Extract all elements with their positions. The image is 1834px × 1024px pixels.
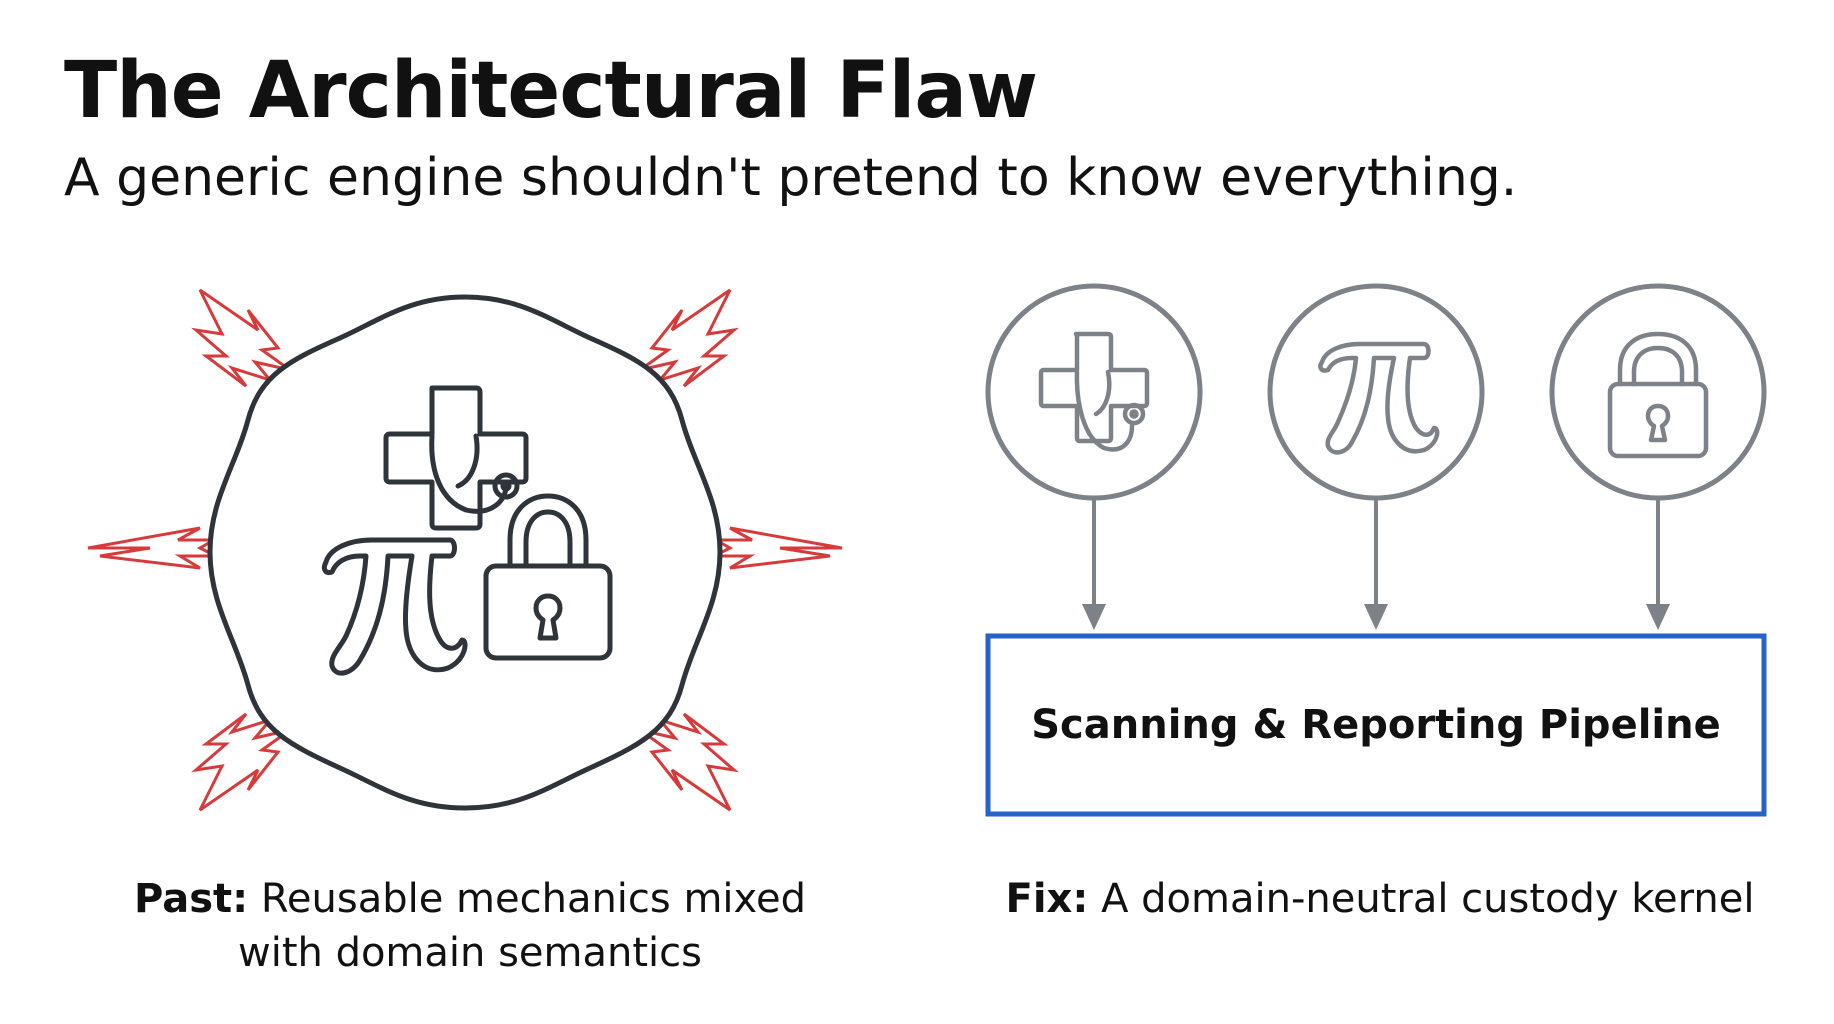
- slide-title: The Architectural Flaw: [64, 46, 1038, 136]
- pipeline-box: [985, 633, 1767, 817]
- pipeline-label: Scanning & Reporting Pipeline: [1031, 702, 1721, 748]
- fix-caption-prefix: Fix:: [1005, 876, 1089, 922]
- fix-caption: Fix: A domain-neutral custody kernel: [1000, 872, 1760, 926]
- domain-modules: [985, 283, 1767, 817]
- padlock-icon: [1607, 331, 1709, 459]
- blob-outline: [207, 294, 723, 811]
- medical-cross-stethoscope-icon: [383, 385, 529, 531]
- padlock-icon: [483, 493, 613, 661]
- slide-subtitle: A generic engine shouldn't pretend to kn…: [64, 148, 1518, 208]
- past-caption-text: Reusable mechanics mixed with domain sem…: [237, 876, 806, 976]
- past-caption-prefix: Past:: [134, 876, 249, 922]
- module-math: [1267, 283, 1485, 501]
- fix-caption-text: A domain-neutral custody kernel: [1101, 876, 1755, 922]
- medical-cross-stethoscope-icon: [1038, 331, 1150, 452]
- module-arrows: [1082, 500, 1670, 630]
- burst-right: [710, 526, 843, 570]
- module-security: [1549, 283, 1767, 501]
- pi-icon: [1318, 341, 1440, 455]
- pi-icon: [321, 537, 468, 676]
- burst-left: [87, 526, 220, 570]
- monolith-blob: [87, 288, 843, 812]
- past-caption: Past: Reusable mechanics mixed with doma…: [90, 872, 850, 980]
- module-medical: [985, 283, 1203, 501]
